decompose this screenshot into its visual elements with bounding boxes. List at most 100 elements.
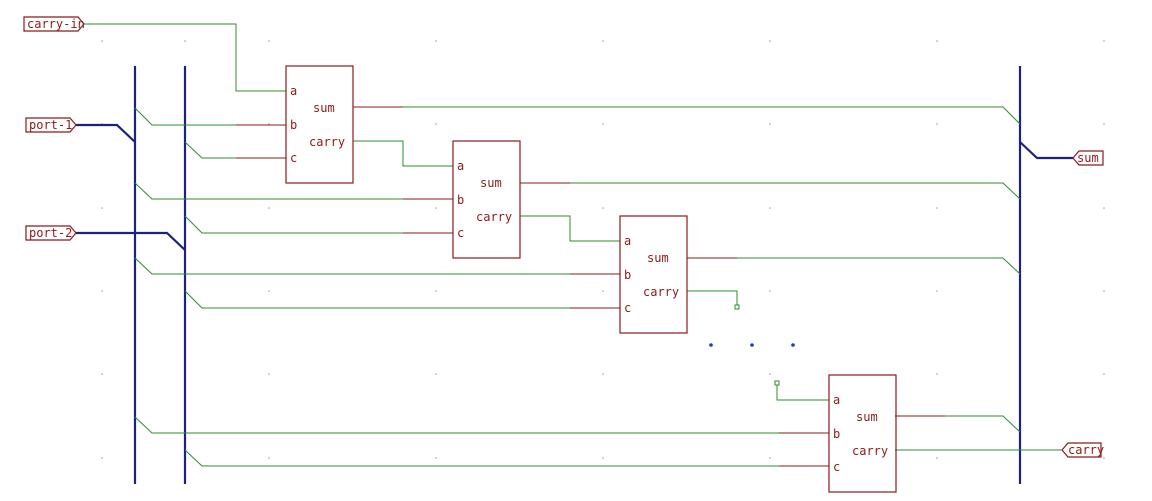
wire-a2-carry[interactable] <box>520 215 620 242</box>
grid-dot <box>435 290 437 292</box>
bus-entry-port-1[interactable] <box>76 123 136 143</box>
ellipsis-dot <box>750 343 754 347</box>
pin-b-label: b <box>833 427 840 441</box>
wire-a1-carry[interactable] <box>353 140 453 167</box>
wire-a2-c[interactable] <box>184 215 453 234</box>
port-port-2[interactable]: port-2 <box>25 225 77 241</box>
bus-entry-sum[interactable] <box>1019 141 1073 160</box>
grid-dot <box>101 373 103 375</box>
pin-a-label: a <box>624 234 631 248</box>
grid-dot <box>602 373 604 375</box>
grid-dot <box>101 457 103 459</box>
grid-dot <box>936 457 938 459</box>
grid-dot <box>268 290 270 292</box>
pin-stubs <box>236 106 945 467</box>
adder-body <box>285 65 354 184</box>
ellipsis-dot <box>791 343 795 347</box>
grid-dot <box>435 457 437 459</box>
wire-a1-c[interactable] <box>184 141 286 159</box>
wire-an-sum[interactable] <box>895 415 1021 433</box>
pin-c-label: c <box>290 151 297 165</box>
bus-lines <box>76 66 1073 484</box>
grid-dot <box>602 123 604 125</box>
full-adder-2[interactable]: a b c sum carry <box>452 140 521 259</box>
grid-dot <box>1103 207 1105 209</box>
grid-dot <box>1103 123 1105 125</box>
port-port-1[interactable]: port-1 <box>25 117 77 133</box>
adder-body <box>452 140 521 259</box>
pin-carry-label: carry <box>852 444 888 458</box>
pin-sum-label: sum <box>480 176 502 190</box>
port-carry[interactable]: carry <box>1061 442 1104 458</box>
pin-b-label: b <box>457 193 464 207</box>
grid-dot <box>268 373 270 375</box>
wire-a3-b[interactable] <box>134 257 620 275</box>
grid-dot <box>936 207 938 209</box>
grid-dot <box>769 457 771 459</box>
grid-dot <box>1103 457 1105 459</box>
port-label-text: port-1 <box>29 118 72 132</box>
port-sum[interactable]: sum <box>1072 150 1104 166</box>
grid-dot <box>1103 373 1105 375</box>
port-carry-in[interactable]: carry-in <box>23 16 85 32</box>
grid-dot <box>268 207 270 209</box>
grid-dot <box>1103 290 1105 292</box>
pin-sum-label: sum <box>647 251 669 265</box>
grid-dot <box>769 123 771 125</box>
wire-a2-b[interactable] <box>134 182 453 200</box>
wire-a1-sum[interactable] <box>353 106 1021 125</box>
port-labels: carry-in port-1 port-2 sum carry <box>23 16 1104 458</box>
ellipsis-dot <box>709 343 713 347</box>
grid-dot <box>769 373 771 375</box>
port-label-text: carry-in <box>27 17 85 31</box>
full-adder-4[interactable]: a b c sum carry <box>828 374 897 493</box>
pin-carry-label: carry <box>643 285 679 299</box>
adder-body <box>619 215 688 334</box>
wire-a1-b[interactable] <box>134 107 286 126</box>
grid-dot <box>101 290 103 292</box>
grid-dot <box>769 290 771 292</box>
wire-a2-sum[interactable] <box>520 182 1021 200</box>
grid-dot <box>435 40 437 42</box>
grid-dot <box>435 373 437 375</box>
adder-body <box>828 374 897 493</box>
grid-dot <box>602 207 604 209</box>
pin-c-label: c <box>833 460 840 474</box>
grid-dot <box>769 207 771 209</box>
bus-entry-port-2[interactable] <box>76 231 186 251</box>
open-wire-end[interactable] <box>774 380 780 386</box>
pin-b-label: b <box>624 268 631 282</box>
grid-dot <box>101 207 103 209</box>
pin-c-label: c <box>457 226 464 240</box>
pin-a-label: a <box>457 159 464 173</box>
open-wire-end[interactable] <box>734 304 740 310</box>
wire-an-c[interactable] <box>184 449 829 467</box>
port-label-text: port-2 <box>29 226 72 240</box>
wire-a3-carry[interactable] <box>687 290 738 306</box>
ellipsis-dots <box>709 343 795 347</box>
grid-dot <box>602 457 604 459</box>
wire-an-b[interactable] <box>134 416 829 434</box>
grid-dot <box>184 40 186 42</box>
grid-dot <box>936 123 938 125</box>
grid-dot <box>936 373 938 375</box>
wire-a3-sum[interactable] <box>687 257 1021 275</box>
pin-carry-label: carry <box>476 210 512 224</box>
pin-carry-label: carry <box>309 135 345 149</box>
pin-sum-label: sum <box>856 410 878 424</box>
grid-dot <box>268 457 270 459</box>
pin-b-label: b <box>290 118 297 132</box>
pin-sum-label: sum <box>313 101 335 115</box>
wire-a3-c[interactable] <box>184 290 620 309</box>
grid-dot <box>602 40 604 42</box>
grid-dot <box>936 290 938 292</box>
wire-carry-in[interactable] <box>84 23 286 92</box>
wire-an-a[interactable] <box>776 384 829 401</box>
grid-dot <box>1103 40 1105 42</box>
pin-a-label: a <box>833 393 840 407</box>
port-label-text: sum <box>1077 151 1099 165</box>
adder-components: abcsumcarryabcsumcarryabcsumcarryabcsumc… <box>285 65 897 493</box>
